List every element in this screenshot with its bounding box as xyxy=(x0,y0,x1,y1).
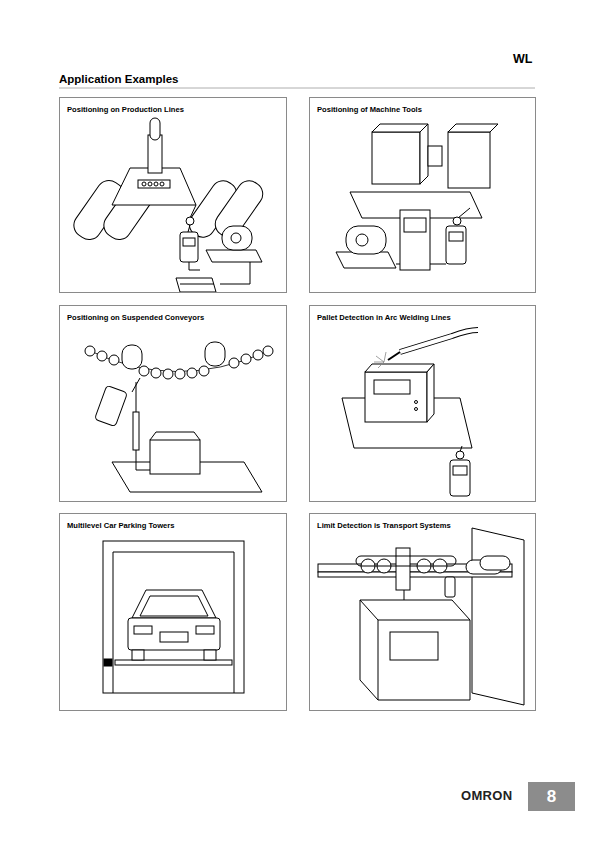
application-panel: Multilevel Car Parking Towers xyxy=(59,513,287,711)
application-panel: Limit Detection is Transport Systems xyxy=(309,513,536,711)
production-line-illustration xyxy=(69,118,267,292)
application-panel: Positioning on Production Lines xyxy=(59,97,287,293)
panel-title: Multilevel Car Parking Towers xyxy=(66,521,175,530)
panel-title: Positioning of Machine Tools xyxy=(316,105,423,114)
application-panel: Positioning of Machine Tools xyxy=(309,97,536,293)
panel-title: Positioning on Suspended Conveyors xyxy=(66,313,205,322)
panel-title: Pallet Detection in Arc Welding Lines xyxy=(316,313,452,322)
machine-tool-illustration xyxy=(336,124,498,270)
product-code: WL xyxy=(513,52,532,66)
header-rule xyxy=(59,88,535,89)
arc-welding-illustration xyxy=(342,330,478,496)
page-number-box: 8 xyxy=(528,782,575,811)
suspended-conveyor-illustration xyxy=(85,342,273,492)
car-parking-illustration xyxy=(103,541,244,693)
panel-title: Positioning on Production Lines xyxy=(66,105,185,114)
transport-system-illustration xyxy=(318,528,524,705)
section-title: Application Examples xyxy=(59,73,179,85)
page-number: 8 xyxy=(547,787,556,807)
panel-title: Limit Detection is Transport Systems xyxy=(316,521,452,530)
application-panel: Pallet Detection in Arc Welding Lines xyxy=(309,305,536,502)
company-logo: OMRON xyxy=(461,788,512,803)
application-panel: Positioning on Suspended Conveyors xyxy=(59,305,287,502)
